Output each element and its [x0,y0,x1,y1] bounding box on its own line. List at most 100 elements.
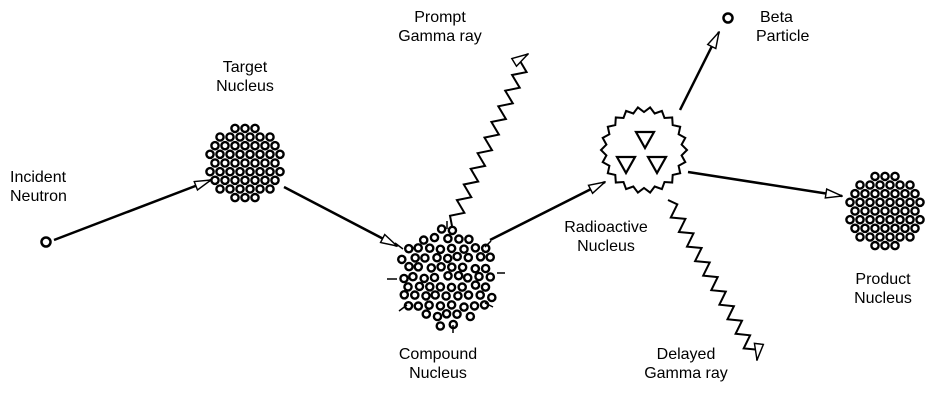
nucleon [241,177,248,184]
nucleon [911,225,918,232]
nucleon [886,181,893,188]
nucleon [434,313,441,320]
nucleon [221,159,228,166]
nucleon [901,225,908,232]
nucleon [881,190,888,197]
nucleon [866,199,873,206]
nucleon [871,173,878,180]
nucleon [896,181,903,188]
nucleon [412,254,419,261]
nucleon [906,233,913,240]
nucleon [851,207,858,214]
nucleon [876,181,883,188]
radioactive-nucleus-outline [601,107,687,192]
nucleon [454,292,461,299]
nucleon [216,168,223,175]
nucleon [861,225,868,232]
incident-neutron-particle [42,238,51,247]
nucleon [438,263,445,270]
nucleon [886,233,893,240]
nucleon [241,142,248,149]
nucleon [206,151,213,158]
nucleon [256,133,263,140]
nucleon [398,256,405,263]
nucleon [460,246,467,253]
arrow-target-to-compound [284,187,397,246]
nucleon [241,159,248,166]
nucleon [420,237,427,244]
nucleon [477,253,484,260]
delayed-gamma-ray-wave [668,200,758,360]
nucleon [448,264,455,271]
target-nucleus-label: TargetNucleus [190,58,300,96]
nucleon [231,194,238,201]
nucleon [422,292,429,299]
nucleon [866,233,873,240]
nucleon [876,199,883,206]
nucleon [911,207,918,214]
nucleon [251,125,258,132]
nucleon [271,159,278,166]
nucleon [226,185,233,192]
nucleon [891,173,898,180]
nucleon [421,275,428,282]
nucleon [891,190,898,197]
nucleon [448,245,455,252]
product-nucleus-cluster [846,173,923,249]
nucleon [916,216,923,223]
nucleon [475,273,482,280]
nucleon [881,242,888,249]
nucleon [448,301,455,308]
nucleon [861,207,868,214]
nucleon [241,125,248,132]
nucleon [881,225,888,232]
nucleon [236,133,243,140]
nucleon [449,227,456,234]
nucleon [472,282,479,289]
nucleon [906,199,913,206]
nucleon [459,264,466,271]
nucleon [271,142,278,149]
radioactive-nucleus-label: RadioactiveNucleus [550,218,662,256]
nucleon [886,216,893,223]
nucleon [231,177,238,184]
nucleon [266,151,273,158]
nucleon [876,233,883,240]
nucleon [216,133,223,140]
nucleon [216,185,223,192]
nucleon [431,274,438,281]
beta-particle-dot [724,14,733,23]
nucleon [901,207,908,214]
nucleon [438,225,445,232]
nucleon [231,125,238,132]
nucleon [261,142,268,149]
nucleon [405,263,412,270]
nucleon [206,168,213,175]
nucleon [467,313,474,320]
nucleon [871,242,878,249]
nucleon [444,255,451,262]
nucleon [871,190,878,197]
nucleon [246,133,253,140]
nucleon [415,303,422,310]
arrow-neutron-to-target [54,180,211,240]
nucleon [846,216,853,223]
nucleon [856,181,863,188]
nucleon [401,291,408,298]
nucleon [459,284,466,291]
nucleon [881,207,888,214]
nucleon [846,199,853,206]
nucleon [236,151,243,158]
nucleon [221,177,228,184]
nucleon [901,190,908,197]
nucleon [266,185,273,192]
incident-neutron-label: IncidentNeutron [10,168,67,206]
nucleon [896,216,903,223]
nucleon [246,151,253,158]
nucleon [437,302,444,309]
nucleon [409,273,416,280]
